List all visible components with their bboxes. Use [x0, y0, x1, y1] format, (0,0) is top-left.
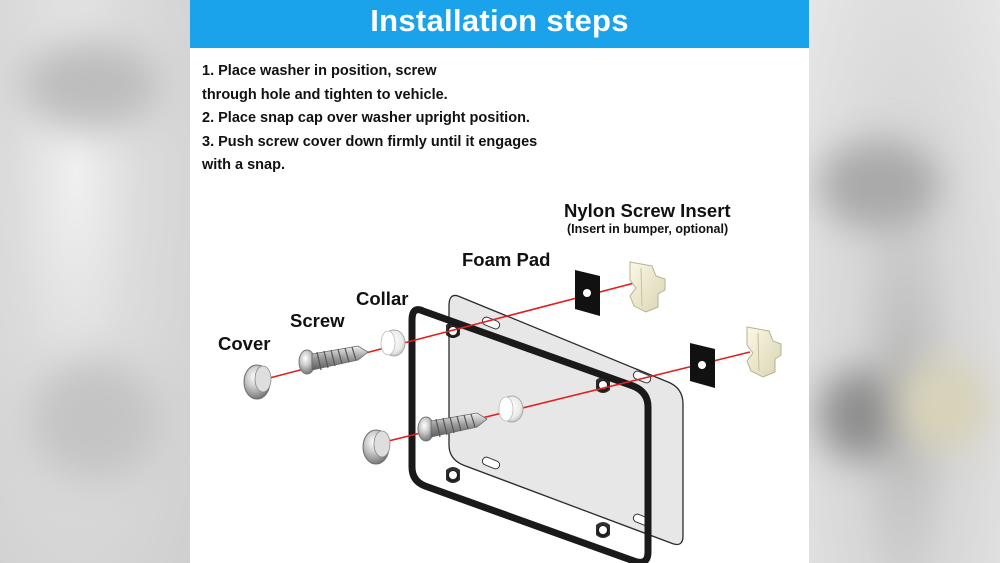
- cover-cap-upper: [243, 364, 272, 400]
- background-right: [809, 0, 1000, 563]
- foam-pad-lower: [690, 343, 715, 388]
- label-foam-pad: Foam Pad: [462, 249, 550, 270]
- title-banner: Installation steps: [190, 0, 809, 48]
- screw-lower: [417, 412, 488, 442]
- cover-cap-lower: [362, 429, 391, 465]
- instruction-line: 2. Place snap cap over washer upright po…: [202, 110, 530, 126]
- instruction-line: 3. Push screw cover down firmly until it…: [202, 133, 538, 150]
- label-nylon-insert: Nylon Screw Insert: [564, 200, 731, 221]
- background-left: [0, 0, 190, 563]
- infographic-panel: Installation steps 1. Place washer in po…: [190, 0, 809, 563]
- exploded-assembly-diagram: Nylon Screw Insert (Insert in bumper, op…: [218, 200, 782, 563]
- label-screw: Screw: [290, 310, 345, 331]
- blur-shape: [899, 360, 989, 450]
- blur-shape: [819, 370, 899, 460]
- blur-shape: [819, 140, 939, 230]
- instruction-list: 1. Place washer in position, screw throu…: [202, 60, 582, 178]
- label-collar: Collar: [356, 288, 408, 309]
- banner-title: Installation steps: [370, 3, 629, 38]
- collar-lower: [498, 395, 524, 423]
- foam-pad-upper: [575, 270, 600, 316]
- instruction-line: 1. Place washer in position, screw: [202, 63, 437, 79]
- clear-plate-shield: [448, 294, 684, 546]
- instruction-line: with a snap.: [202, 157, 285, 173]
- collar-upper: [380, 329, 406, 357]
- blur-shape: [30, 360, 160, 480]
- nylon-insert-upper: [629, 261, 666, 313]
- blur-shape: [20, 40, 160, 130]
- label-cover: Cover: [218, 333, 270, 354]
- screw-upper: [298, 345, 369, 375]
- instruction-line: through hole and tighten to vehicle.: [202, 86, 448, 103]
- nylon-insert-lower: [746, 326, 782, 378]
- label-nylon-insert-note: (Insert in bumper, optional): [567, 222, 728, 236]
